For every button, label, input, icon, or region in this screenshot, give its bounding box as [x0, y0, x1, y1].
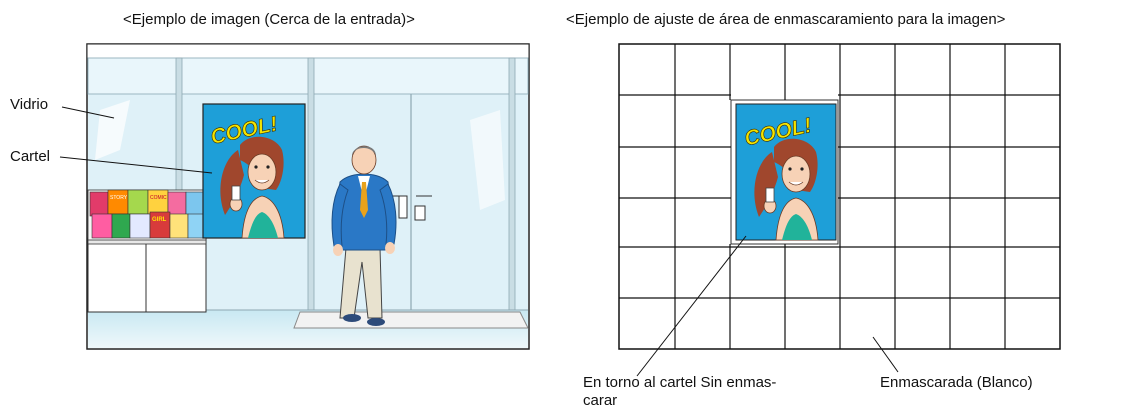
door-mat [293, 311, 529, 329]
magazine-label-1: STORY [110, 195, 128, 201]
mask-grid-lines [619, 44, 1060, 349]
unmasked-callout-label-line1: En torno al cartel Sin enmas- [583, 374, 777, 391]
left-panel-title: <Ejemplo de imagen (Cerca de la entrada)… [123, 11, 415, 28]
unmasked-poster-area: COOL! [730, 99, 839, 245]
poster: COOL! [202, 103, 306, 239]
poster-callout-label: Cartel [10, 148, 51, 165]
magazine-label-3: GIRL [152, 217, 167, 223]
unmasked-callout-label-line2: carar [583, 392, 618, 409]
glass-callout-label: Vidrio [10, 96, 49, 113]
unmasked-leader-line [636, 235, 747, 377]
right-panel-title: <Ejemplo de ajuste de área de enmascaram… [566, 11, 1006, 28]
mask-grid-panel: COOL! [618, 43, 1061, 377]
poster-leader-line [59, 156, 213, 174]
glass-leader-line [61, 106, 115, 119]
masked-callout-label: Enmascarada (Blanco) [880, 374, 1033, 391]
entrance-scene: STORY COMIC GIRL COOL! [59, 43, 530, 350]
masked-leader-line [872, 336, 899, 373]
display-counter [87, 237, 207, 313]
magazine-rack: STORY COMIC GIRL [87, 189, 207, 241]
walking-man [331, 145, 397, 326]
magazine-label-2: COMIC [150, 195, 167, 201]
